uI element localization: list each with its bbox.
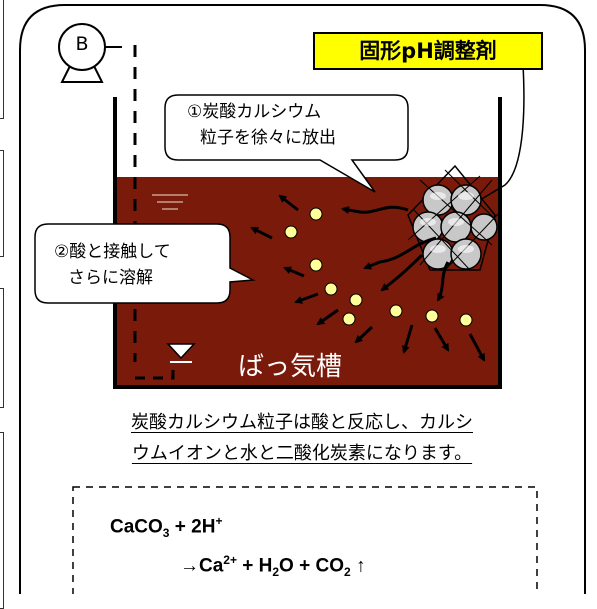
eq-sub-2: 2 [272,565,280,580]
left-panel-edge-3 [0,288,4,408]
tank-label: ばっ気槽 [238,352,343,382]
eq-arrow-ca: →Ca [180,555,224,577]
eq-sup-2plus: 2+ [223,553,237,567]
water-level-triangle [166,343,196,360]
callout-1-line1: ①炭酸カルシウム [187,102,322,122]
left-panel-edge-1 [0,0,4,119]
eq-plus-2h: + 2H [169,516,216,538]
callout-2-line1: ②酸と接触して [54,242,171,262]
callout-1-line2: 粒子を徐々に放出 [200,128,336,148]
left-panel-edge-2 [0,150,4,257]
callout-2-bubble [34,223,256,304]
eq-sup-plus: + [215,514,223,528]
caption-line-1: 炭酸カルシウム粒子は酸と反応し、カルシ [131,412,473,433]
eq-sub-2b: 2 [343,565,351,580]
water-level-lines [152,194,188,210]
blower-icon [58,23,122,83]
eq-plus-h: + H [236,555,273,577]
chemical-label: 固形pH調整剤 [313,32,543,70]
blower-letter: B [75,33,89,55]
eq-caco: CaCO [110,516,163,538]
main-diagram-svg [19,4,586,594]
equation-box [72,486,538,594]
air-pipe-bottom [135,365,175,380]
hanging-rope [454,64,525,216]
caption-line-2: ウムイオンと水と二酸化炭素になります。 [131,443,473,464]
equation-line-1: CaCO3 + 2H+ [110,514,222,540]
chemical-net-bag [407,164,501,271]
eq-up-arrow: ↑ [350,555,366,577]
equation-line-2: →Ca2+ + H2O + CO2 ↑ [180,553,365,579]
callout-2-line2: さらに溶解 [68,268,153,288]
callout-1-bubble [164,94,409,193]
eq-sub-3: 3 [162,526,170,541]
calcium-particles [284,207,473,327]
eq-o-co: O + CO [279,555,344,577]
flow-arrows [250,194,486,362]
